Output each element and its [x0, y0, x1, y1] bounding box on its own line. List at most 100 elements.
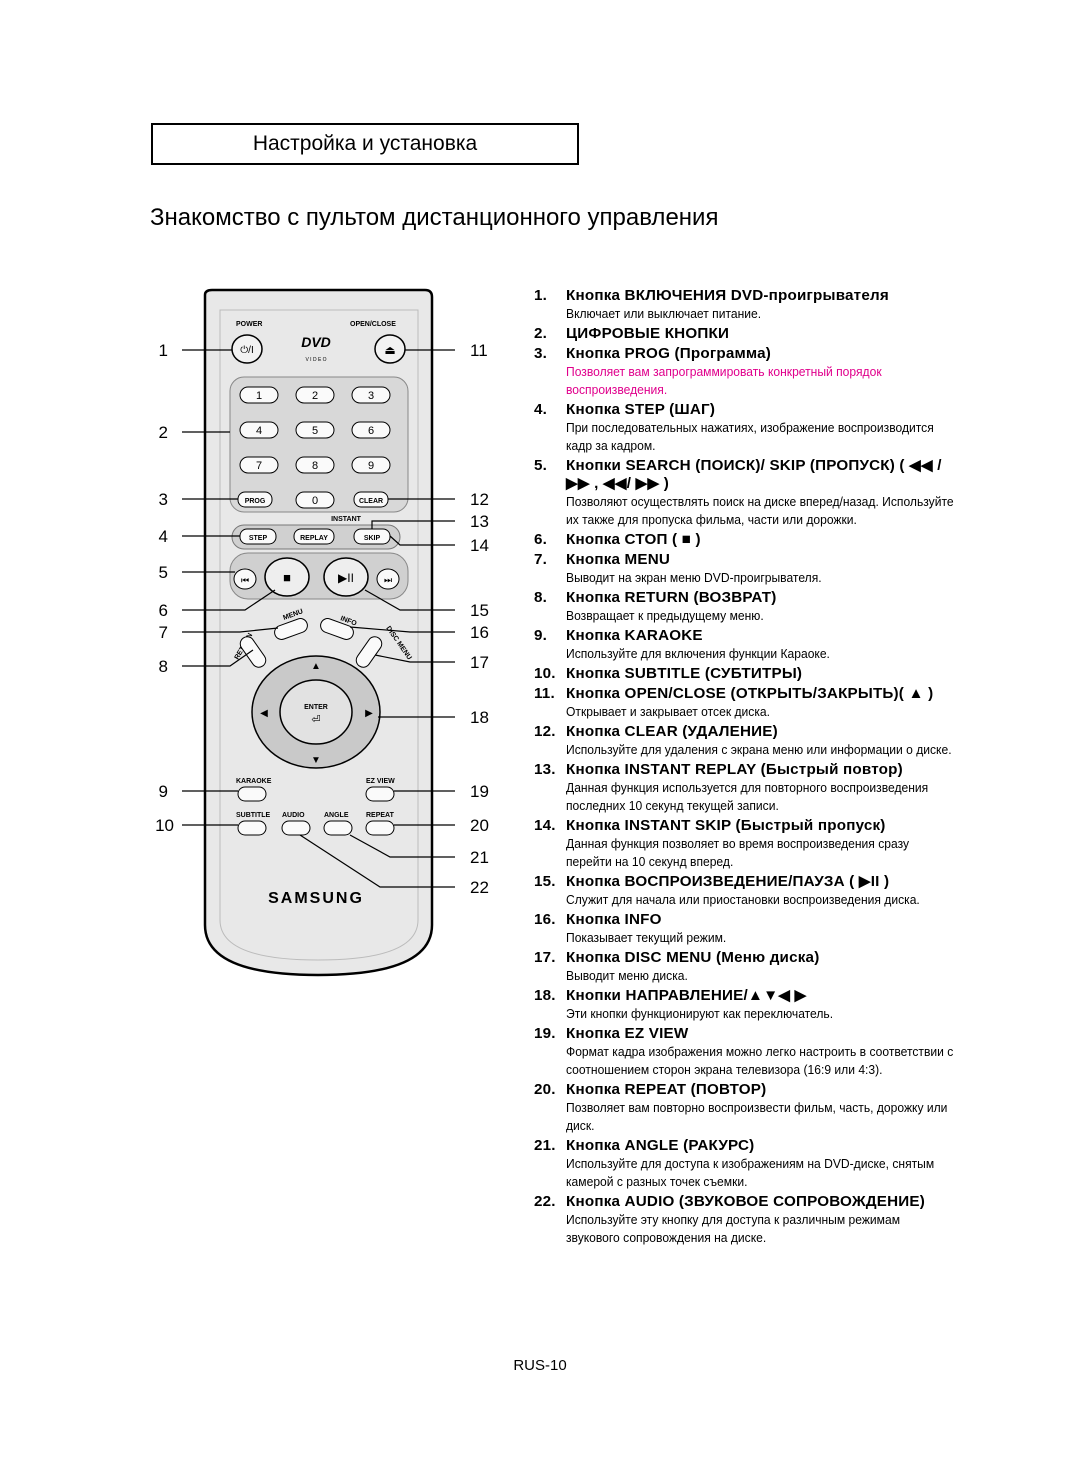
digit-1: 1	[256, 390, 262, 402]
page-title: Знакомство с пультом дистанционного упра…	[150, 204, 719, 231]
enter-icon: ⏎	[311, 714, 320, 726]
skip-forward-button	[376, 568, 400, 590]
subtitle-label: SUBTITLE	[236, 812, 271, 819]
callout-4: 4	[159, 527, 168, 546]
enter-button	[279, 679, 353, 745]
callout-21: 21	[470, 848, 489, 867]
audio-label: AUDIO	[282, 812, 305, 819]
list-item: 6.Кнопка СТОП ( ■ )	[534, 531, 701, 548]
callout-11: 11	[470, 341, 488, 360]
digit-6: 6	[368, 425, 374, 437]
list-item: 21.Кнопка ANGLE (РАКУРС)Используйте для …	[534, 1137, 935, 1189]
list-item: 17.Кнопка DISC MENU (Меню диска)Выводит …	[534, 949, 820, 983]
callout-2: 2	[159, 423, 168, 442]
step-label: STEP	[249, 535, 268, 542]
clear-label: CLEAR	[359, 498, 383, 505]
callout-13: 13	[470, 512, 489, 531]
digit-8: 8	[312, 460, 318, 472]
audio-button	[281, 820, 311, 836]
right-arrow-icon: ▶	[365, 708, 373, 719]
section-title: Настройка и установка	[252, 132, 478, 155]
open-close-label: OPEN/CLOSE	[350, 321, 396, 328]
digit-2: 2	[312, 390, 318, 402]
list-item: 15.Кнопка ВОСПРОИЗВЕДЕНИЕ/ПАУЗА ( ▶II )С…	[534, 873, 920, 907]
list-item: 11.Кнопка OPEN/CLOSE (ОТКРЫТЬ/ЗАКРЫТЬ)( …	[534, 685, 934, 719]
digit-3: 3	[368, 390, 374, 402]
replay-label: REPLAY	[300, 535, 328, 542]
list-item: 3.Кнопка PROG (Программа)Позволяет вам з…	[534, 345, 882, 397]
disc-menu-button	[355, 636, 383, 668]
list-item: 20.Кнопка REPEAT (ПОВТОР)Позволяет вам п…	[534, 1081, 948, 1133]
list-item: 12.Кнопка CLEAR (УДАЛЕНИЕ)Используйте дл…	[534, 723, 952, 757]
skip-forward-icon: ⏭	[384, 575, 392, 585]
power-button	[231, 334, 263, 364]
left-arrow-icon: ◀	[260, 708, 268, 719]
stop-icon: ■	[283, 570, 291, 585]
page-number: RUS-10	[513, 1357, 567, 1374]
karaoke-label: KARAOKE	[236, 778, 272, 785]
video-label: V I D E O	[305, 357, 326, 363]
ez-view-button	[365, 786, 395, 802]
enter-label: ENTER	[304, 704, 328, 711]
callout-5: 5	[159, 563, 168, 582]
callout-10: 10	[155, 816, 174, 835]
list-item: 4.Кнопка STEP (ШАГ)При последовательных …	[534, 401, 934, 453]
callout-1: 1	[159, 341, 168, 360]
callout-15: 15	[470, 601, 489, 620]
list-item: 2.ЦИФРОВЫЕ КНОПКИ	[534, 325, 730, 342]
list-item: 14.Кнопка INSTANT SKIP (Быстрый пропуск)…	[534, 817, 910, 869]
up-arrow-icon: ▲	[311, 661, 321, 672]
list-item: 13.Кнопка INSTANT REPLAY (Быстрый повтор…	[534, 761, 929, 813]
digit-5: 5	[312, 425, 318, 437]
digit-7: 7	[256, 460, 262, 472]
callout-8: 8	[159, 657, 168, 676]
subtitle-button	[237, 820, 267, 836]
digit-4: 4	[256, 425, 262, 437]
callout-3: 3	[159, 490, 168, 509]
remote-svg: POWER OPEN/CLOSE ⏻/I DVD V I D E O ⏏ 1 2…	[155, 288, 489, 977]
digit-9: 9	[368, 460, 374, 472]
instant-label: INSTANT	[331, 516, 362, 523]
callout-7: 7	[159, 623, 168, 642]
callout-lines	[182, 349, 455, 888]
menu-button	[274, 618, 308, 640]
digit-buttons	[239, 386, 391, 509]
remote-illustration: POWER OPEN/CLOSE ⏻/I DVD V I D E O ⏏ 1 2…	[150, 285, 500, 985]
digit-0: 0	[312, 495, 318, 507]
list-item: 18.Кнопки НАПРАВЛЕНИЕ/▲▼◀ ▶Эти кнопки фу…	[534, 987, 834, 1021]
angle-label: ANGLE	[324, 812, 349, 819]
ez-view-label: EZ VIEW	[366, 778, 395, 785]
info-button	[320, 618, 354, 640]
callout-12: 12	[470, 490, 489, 509]
callout-20: 20	[470, 816, 489, 835]
callout-14: 14	[470, 536, 489, 555]
replay-button	[293, 528, 335, 545]
play-pause-icon: ▶II	[338, 571, 354, 585]
callout-9: 9	[159, 782, 168, 801]
list-item: 5.Кнопки SEARCH (ПОИСК)/ SKIP (ПРОПУСК) …	[534, 457, 954, 527]
power-label: POWER	[236, 321, 262, 328]
power-icon: ⏻/I	[240, 345, 253, 356]
open-close-button	[374, 334, 406, 364]
brand-logo: SAMSUNG	[268, 890, 364, 907]
callout-18: 18	[470, 708, 489, 727]
callout-17: 17	[470, 653, 489, 672]
list-item: 8.Кнопка RETURN (ВОЗВРАТ)Возвращает к пр…	[534, 589, 777, 623]
skip-label: SKIP	[364, 535, 381, 542]
down-arrow-icon: ▼	[311, 755, 321, 766]
stop-button	[264, 557, 310, 597]
eject-icon: ⏏	[384, 343, 395, 357]
play-pause-button	[323, 557, 369, 597]
skip-back-icon: ⏮	[241, 575, 249, 585]
repeat-label: REPEAT	[366, 812, 395, 819]
dvd-logo: DVD	[301, 334, 331, 350]
callout-6: 6	[159, 601, 168, 620]
angle-button	[323, 820, 353, 836]
callout-22: 22	[470, 878, 489, 897]
